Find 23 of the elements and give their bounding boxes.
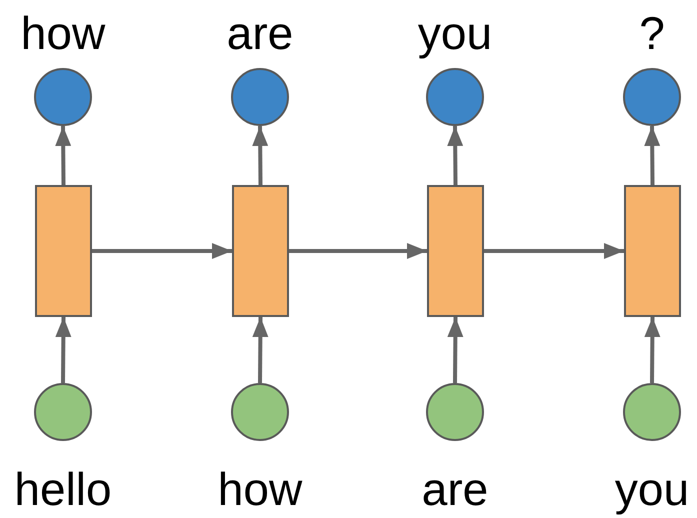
word-label: you (418, 10, 492, 56)
arrow (644, 316, 660, 384)
arrow (252, 126, 268, 186)
arrow (92, 243, 232, 259)
hidden-state-box (624, 185, 681, 317)
word-label: hello (14, 466, 112, 512)
hidden-state-box (35, 185, 92, 317)
arrow (484, 243, 624, 259)
arrow (447, 316, 464, 384)
word-label: you (614, 466, 690, 512)
arrow (252, 316, 268, 384)
word-label: are (422, 466, 488, 512)
hidden-state-box (232, 185, 289, 317)
arrow (644, 126, 660, 186)
arrow (447, 126, 464, 186)
arrow (55, 126, 72, 186)
word-label: ? (639, 10, 665, 56)
arrow (55, 316, 72, 384)
word-label: how (218, 466, 302, 512)
arrow (289, 243, 427, 259)
word-label: how (20, 10, 106, 56)
word-label: are (226, 10, 294, 56)
hidden-state-box (427, 185, 484, 317)
